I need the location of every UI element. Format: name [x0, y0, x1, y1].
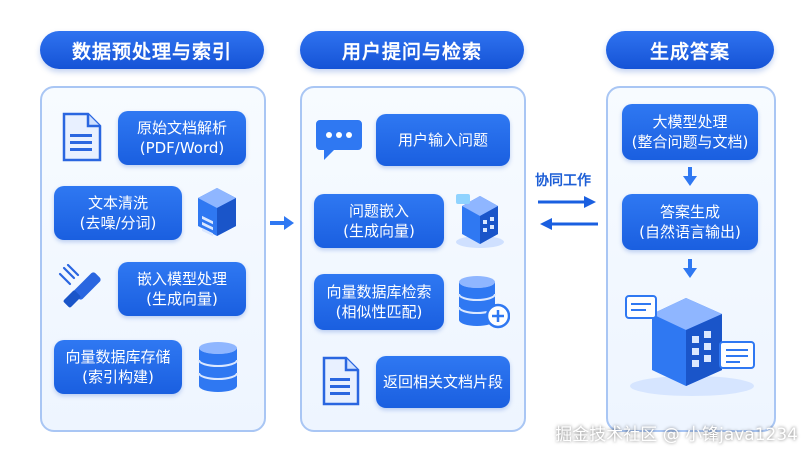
- chat-bubble-icon: [316, 120, 362, 160]
- column-title: 生成答案: [649, 40, 730, 63]
- document-icon: [62, 112, 102, 162]
- server-icon: [198, 188, 236, 237]
- step-label: 答案生成: [659, 203, 720, 221]
- flow-arrow-right: [270, 216, 294, 230]
- watermark: 掘金技术社区 @ 小锋java1234: [555, 425, 798, 445]
- column-title: 数据预处理与索引: [71, 40, 232, 63]
- step-vector-store: 向量数据库存储 (索引构建): [54, 340, 182, 394]
- step-label: 文本清洗: [87, 194, 148, 212]
- step-user-question: 用户输入问题: [376, 114, 510, 166]
- cube-server-icon: [456, 194, 504, 248]
- step-answer-generation: 答案生成 (自然语言输出): [622, 194, 758, 250]
- step-sublabel: (相似性匹配): [335, 303, 423, 321]
- collab-label: 协同工作: [535, 173, 591, 189]
- step-label: 嵌入模型处理: [136, 270, 227, 288]
- flow-arrow-down: [683, 167, 697, 186]
- step-label: 返回相关文档片段: [382, 373, 503, 391]
- step-text-clean: 文本清洗 (去噪/分词): [54, 186, 182, 240]
- flow-arrow-down: [683, 259, 697, 278]
- step-label: 大模型处理: [652, 113, 728, 131]
- document-icon: [322, 356, 360, 406]
- step-label: 用户输入问题: [397, 131, 488, 149]
- step-sublabel: (生成向量): [343, 222, 415, 240]
- step-question-embedding: 问题嵌入 (生成向量): [314, 194, 444, 248]
- column-header-retrieval: 用户提问与检索: [300, 31, 524, 69]
- step-sublabel: (PDF/Word): [139, 139, 225, 157]
- step-sublabel: (去噪/分词): [79, 214, 157, 232]
- step-llm-process: 大模型处理 (整合问题与文档): [622, 104, 758, 160]
- step-label: 向量数据库存储: [65, 348, 171, 366]
- column-title: 用户提问与检索: [341, 40, 482, 63]
- database-icon: [198, 342, 238, 392]
- llm-server-chat-icon: [625, 295, 755, 396]
- step-label: 向量数据库检索: [326, 283, 432, 301]
- step-label: 原始文档解析: [136, 119, 227, 137]
- step-label: 问题嵌入: [348, 202, 409, 220]
- collab-arrow-left: [540, 218, 598, 230]
- step-document-parse: 原始文档解析 (PDF/Word): [118, 111, 246, 165]
- column-header-answer: 生成答案: [606, 31, 774, 69]
- step-vector-search: 向量数据库检索 (相似性匹配): [314, 274, 444, 330]
- step-sublabel: (生成向量): [146, 290, 218, 308]
- step-sublabel: (自然语言输出): [639, 223, 741, 241]
- step-embedding-model: 嵌入模型处理 (生成向量): [118, 262, 246, 316]
- collab-arrow-right: [538, 196, 596, 208]
- step-return-docs: 返回相关文档片段: [376, 356, 510, 408]
- step-sublabel: (索引构建): [82, 368, 154, 386]
- usb-plug-icon: [58, 264, 101, 308]
- step-sublabel: (整合问题与文档): [631, 133, 749, 151]
- database-add-icon: [458, 276, 510, 329]
- column-header-preprocess: 数据预处理与索引: [40, 31, 264, 69]
